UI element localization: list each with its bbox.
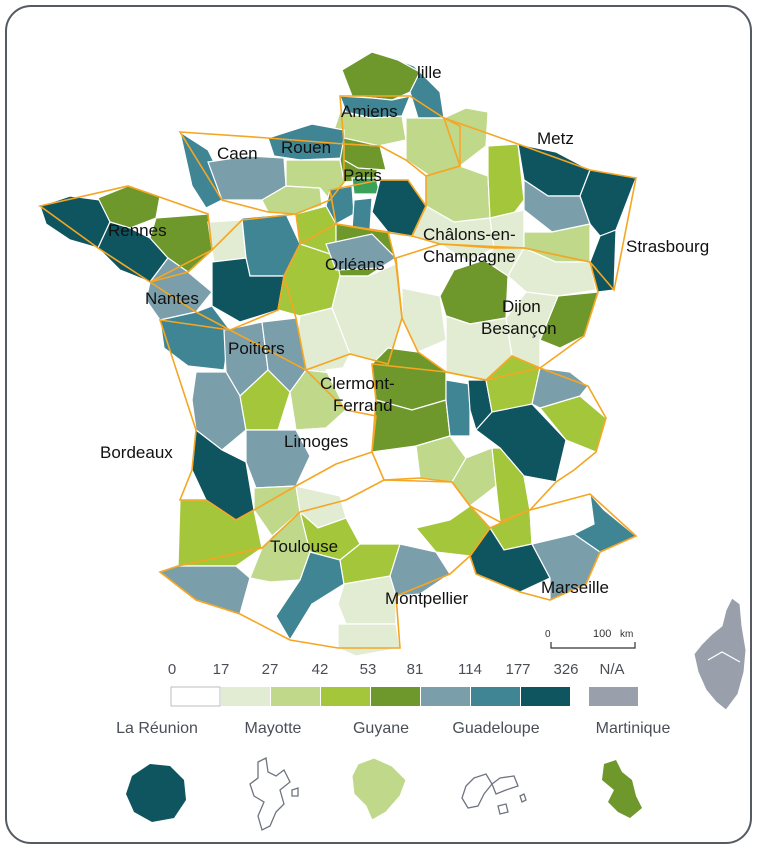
legend-swatch-7 [521,687,570,706]
legend-break: 114 [458,661,482,678]
guadeloupe-icon[interactable] [461,773,527,815]
city-label-chalons-line2: Champagne [423,247,516,266]
department-loire[interactable] [445,379,471,437]
scale-unit-label: km [620,629,633,640]
city-label-metz: Metz [537,129,574,148]
city-label-bordeaux: Bordeaux [100,443,173,462]
scale-bar: 0 100 km [545,628,636,649]
scale-line [550,642,636,649]
region-borders-layer [38,95,638,649]
department-loire-atlantique[interactable] [145,257,213,321]
city-label-toulouse: Toulouse [270,537,338,556]
department-haut-rhin[interactable] [589,229,617,293]
legend: 0 17 27 42 53 81 114 177 326 N/A [168,661,638,707]
region-border [469,493,638,601]
overseas-shapes [126,757,642,831]
legend-break: 27 [262,661,279,678]
legend-na-label: N/A [599,661,624,678]
legend-swatch-0 [170,686,221,707]
department-ariege[interactable] [289,603,339,649]
department-orleans-north[interactable] [325,233,397,271]
overseas-label-reunion: La Réunion [116,720,198,737]
departments-layer [39,51,638,657]
department-charente[interactable] [239,369,291,431]
region-border [178,131,345,215]
city-label-lille: lille [417,63,442,82]
legend-swatch-3 [321,687,370,706]
city-label-rouen: Rouen [281,138,331,157]
department-nord[interactable] [341,51,421,101]
department-haute-savoie[interactable] [531,367,589,409]
department-essonne[interactable] [351,197,373,231]
city-label-poitiers: Poitiers [228,339,285,358]
department-pas-de-calais[interactable] [339,95,411,119]
guyane-icon[interactable] [351,757,407,821]
corsica-dept-line [707,651,741,663]
mayotte-icon[interactable] [249,757,299,831]
scale-zero-label: 0 [545,629,551,640]
martinique-icon[interactable] [602,760,642,818]
city-label-marseille: Marseille [541,578,609,597]
legend-swatch-6 [471,687,520,706]
city-label-dijon: Dijon [502,297,541,316]
legend-swatch-1 [221,687,270,706]
city-label-rennes: Rennes [108,221,167,240]
city-label-nantes: Nantes [145,289,199,308]
legend-break: 42 [312,661,329,678]
department-dordogne[interactable] [245,429,311,489]
city-label-clermont-line2: Ferrand [333,396,393,415]
department-charente-maritime[interactable] [191,371,247,451]
region-border [371,363,607,523]
department-nievre[interactable] [401,287,447,353]
legend-swatch-4 [371,687,420,706]
legend-break: 17 [213,661,230,678]
region-border [158,319,377,521]
legend-break: 81 [407,661,424,678]
overseas-label-martinique: Martinique [596,720,671,737]
city-label-strasbourg: Strasbourg [626,237,709,256]
legend-break: 177 [505,661,530,678]
city-label-caen: Caen [217,144,258,163]
overseas-label-mayotte: Mayotte [245,720,302,737]
corsica [693,597,747,711]
department-pyrenees-orientales[interactable] [337,623,401,657]
department-pyrenees-atlantiques[interactable] [158,565,251,615]
city-label-limoges: Limoges [284,432,348,451]
department-haute-garonne[interactable] [275,551,345,642]
legend-swatch-2 [271,687,320,706]
legend-break: 0 [168,661,176,678]
city-label-chalons-line1: Châlons-en- [423,225,516,244]
legend-swatch-na [589,687,638,706]
overseas-label-guadeloupe: Guadeloupe [452,720,539,737]
legend-swatch-5 [421,687,470,706]
legend-break: 53 [360,661,377,678]
city-label-orleans: Orléans [325,255,385,274]
city-labels-layer: lille Amiens Caen Rouen Paris Metz Renne… [100,63,709,608]
legend-break: 326 [553,661,578,678]
corsica-island[interactable] [693,597,747,711]
reunion-icon[interactable] [126,764,186,822]
department-mayenne[interactable] [207,219,247,263]
city-label-besancon: Besançon [481,319,557,338]
scale-hundred-label: 100 [593,628,611,640]
overseas-label-guyane: Guyane [353,720,409,737]
overseas-labels: La Réunion Mayotte Guyane Guadeloupe Mar… [116,720,670,737]
city-label-amiens: Amiens [341,102,398,121]
region-border [38,185,213,283]
city-label-clermont-line1: Clermont- [320,374,395,393]
city-label-paris: Paris [343,166,382,185]
city-label-montpellier: Montpellier [385,589,468,608]
